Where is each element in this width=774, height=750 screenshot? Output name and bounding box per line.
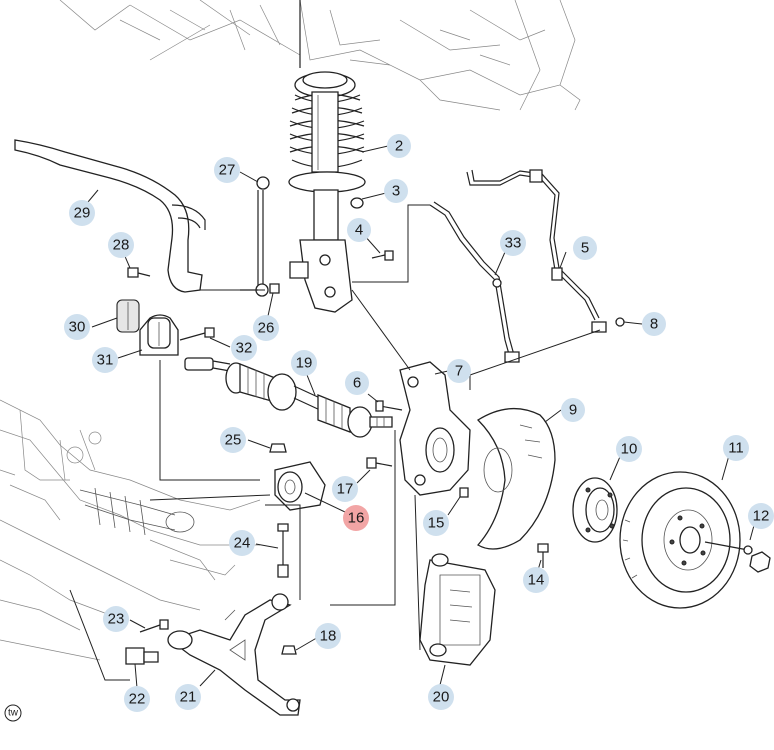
svg-text:17: 17 bbox=[337, 481, 354, 498]
svg-text:21: 21 bbox=[180, 689, 197, 706]
svg-text:10: 10 bbox=[621, 441, 638, 458]
svg-text:31: 31 bbox=[97, 352, 114, 369]
callout-32: 32 bbox=[231, 335, 257, 361]
callout-22: 22 bbox=[124, 686, 150, 712]
wheel-speed-sensor-harness bbox=[430, 202, 519, 362]
corner-mark: tw bbox=[4, 704, 22, 722]
svg-text:11: 11 bbox=[728, 440, 744, 457]
callout-33: 33 bbox=[500, 230, 526, 256]
svg-text:tw: tw bbox=[8, 708, 19, 719]
svg-text:4: 4 bbox=[355, 222, 363, 239]
wheel-speed-sensor bbox=[467, 170, 606, 332]
svg-text:29: 29 bbox=[74, 205, 91, 222]
callout-14: 14 bbox=[523, 567, 549, 593]
svg-text:5: 5 bbox=[581, 240, 589, 257]
callout-7: 7 bbox=[447, 359, 471, 383]
brake-dust-shield bbox=[478, 409, 555, 549]
svg-text:28: 28 bbox=[113, 237, 130, 254]
stabilizer-bar bbox=[15, 140, 205, 292]
svg-text:20: 20 bbox=[433, 689, 450, 706]
strut-spring-assembly bbox=[289, 0, 365, 312]
stabilizer-link bbox=[240, 177, 269, 296]
callout-25: 25 bbox=[220, 427, 246, 453]
stabilizer-clamp bbox=[140, 315, 178, 355]
callout-28: 28 bbox=[108, 232, 134, 258]
callout-3: 3 bbox=[384, 179, 408, 203]
svg-text:16: 16 bbox=[348, 510, 365, 527]
svg-text:24: 24 bbox=[234, 535, 251, 552]
callout-17: 17 bbox=[332, 476, 358, 502]
svg-text:15: 15 bbox=[428, 515, 445, 532]
stabilizer-bushing bbox=[117, 300, 139, 332]
svg-text:18: 18 bbox=[320, 628, 337, 645]
wheel-stud-nut bbox=[705, 542, 770, 572]
svg-text:22: 22 bbox=[129, 691, 146, 708]
svg-text:27: 27 bbox=[219, 162, 236, 179]
callout-11: 11 bbox=[723, 435, 749, 461]
svg-text:12: 12 bbox=[753, 508, 770, 525]
callout-2: 2 bbox=[387, 134, 411, 158]
svg-text:9: 9 bbox=[569, 402, 577, 419]
steering-knuckle bbox=[400, 362, 470, 495]
callouts: 2 3 4 5 6 7 8 9 10 11 12 14 15 16 17 18 … bbox=[64, 134, 774, 712]
callout-24: 24 bbox=[229, 530, 255, 556]
svg-text:26: 26 bbox=[258, 320, 275, 337]
callout-27: 27 bbox=[214, 157, 240, 183]
callout-5: 5 bbox=[573, 236, 597, 260]
leader-lines bbox=[69, 145, 757, 689]
subframe-steering-gear bbox=[0, 400, 260, 660]
wheel-hub-bearing bbox=[573, 478, 617, 542]
vehicle-body-structure bbox=[60, 0, 580, 110]
svg-text:6: 6 bbox=[353, 375, 361, 392]
lower-arm-rear-bushing bbox=[275, 462, 325, 510]
lower-control-arm bbox=[168, 594, 300, 715]
svg-text:30: 30 bbox=[69, 319, 86, 336]
callout-8: 8 bbox=[642, 312, 666, 336]
callout-10: 10 bbox=[616, 436, 642, 462]
svg-text:3: 3 bbox=[392, 183, 400, 200]
callout-12: 12 bbox=[748, 503, 774, 529]
svg-text:33: 33 bbox=[505, 235, 522, 252]
callout-26: 26 bbox=[253, 315, 279, 341]
svg-text:14: 14 bbox=[528, 572, 545, 589]
callout-31: 31 bbox=[92, 347, 118, 373]
svg-text:19: 19 bbox=[296, 355, 313, 372]
callout-20: 20 bbox=[428, 684, 454, 710]
svg-text:25: 25 bbox=[225, 432, 242, 449]
callout-21: 21 bbox=[175, 684, 201, 710]
svg-text:8: 8 bbox=[650, 316, 658, 333]
callout-18: 18 bbox=[315, 623, 341, 649]
callout-30: 30 bbox=[64, 314, 90, 340]
svg-text:7: 7 bbox=[455, 363, 463, 380]
callout-19: 19 bbox=[291, 350, 317, 376]
callout-9: 9 bbox=[561, 398, 585, 422]
callout-29: 29 bbox=[69, 200, 95, 226]
svg-text:23: 23 bbox=[108, 611, 125, 628]
svg-text:2: 2 bbox=[395, 138, 403, 155]
callout-4: 4 bbox=[347, 218, 371, 242]
callout-16: 16 bbox=[343, 505, 369, 531]
svg-text:32: 32 bbox=[236, 340, 253, 357]
callout-23: 23 bbox=[103, 606, 129, 632]
callout-6: 6 bbox=[345, 371, 369, 395]
brake-caliper bbox=[420, 554, 495, 665]
drive-axle bbox=[185, 358, 392, 437]
brake-rotor bbox=[620, 472, 740, 608]
callout-15: 15 bbox=[423, 510, 449, 536]
fasteners bbox=[126, 198, 624, 664]
